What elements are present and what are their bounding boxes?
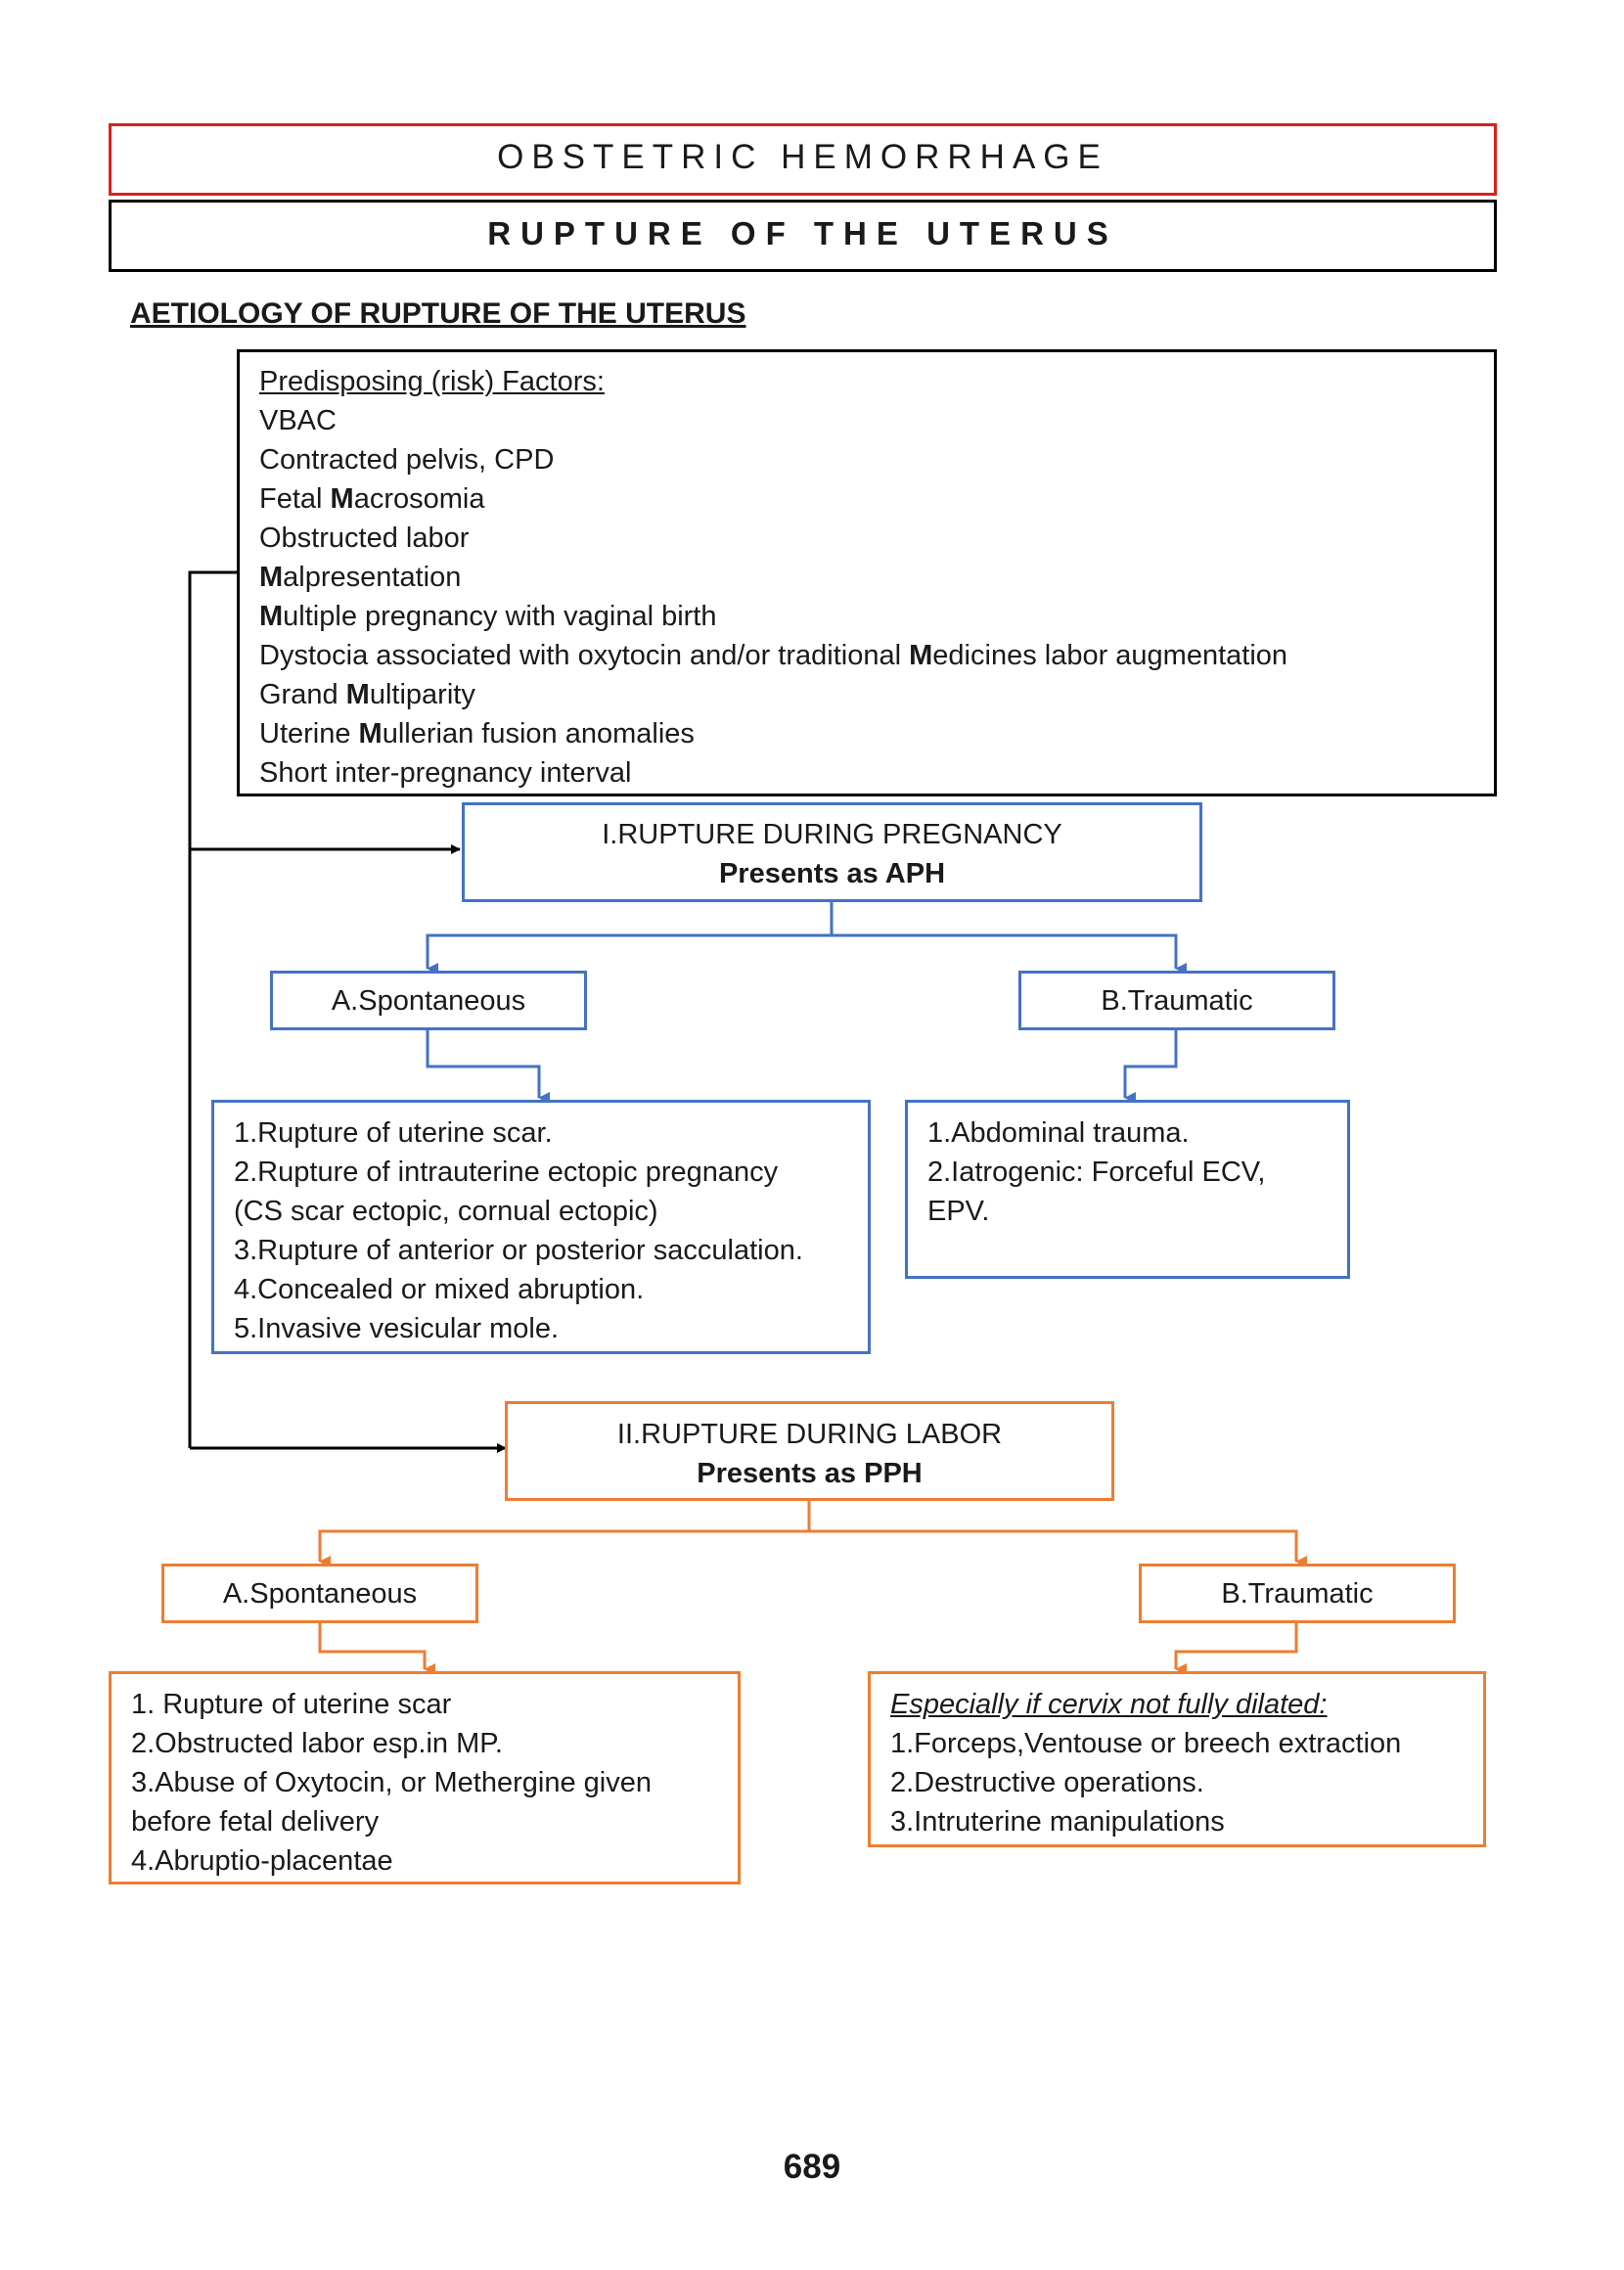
risk-connector	[188, 570, 507, 1453]
labor-traumatic-note: Especially if cervix not fully dilated:	[890, 1689, 1328, 1720]
labor-connector	[318, 1499, 1307, 1675]
pregnancy-spontaneous-list: 1.Rupture of uterine scar. 2.Rupture of i…	[234, 1113, 868, 1348]
risk-factor-post: ultiple pregnancy with vaginal birth	[283, 601, 717, 632]
risk-factors-box: Predisposing (risk) Factors: VBAC Contrac…	[237, 349, 1497, 796]
risk-factor-pre: Obstructed labor	[259, 522, 470, 554]
risk-factor-item: Short inter-pregnancy interval	[259, 753, 1494, 793]
risk-factor-bold: M	[358, 718, 383, 749]
pregnancy-traumatic-label: B.Traumatic	[1101, 985, 1253, 1017]
section-heading: AETIOLOGY OF RUPTURE OF THE UTERUS	[130, 297, 746, 330]
cause-item: 1.Forceps,Ventouse or breech extraction	[890, 1728, 1402, 1759]
pregnancy-title: I.RUPTURE DURING PREGNANCY	[602, 819, 1062, 850]
cause-item: before fetal delivery	[131, 1806, 380, 1838]
pregnancy-traumatic-box: B.Traumatic	[1018, 971, 1335, 1030]
labor-traumatic-box: B.Traumatic	[1139, 1564, 1456, 1623]
labor-spontaneous-list: 1. Rupture of uterine scar 2.Obstructed l…	[131, 1685, 738, 1881]
risk-factor-post: alpresentation	[283, 562, 462, 593]
rupture-during-labor-box: II.RUPTURE DURING LABOR Presents as PPH	[505, 1401, 1114, 1501]
risk-factor-item: Contracted pelvis, CPD	[259, 440, 1494, 479]
cause-item: 2.Iatrogenic: Forceful ECV,	[927, 1157, 1266, 1188]
cause-item: EPV.	[927, 1196, 990, 1227]
page-title: OBSTETRIC HEMORRHAGE	[497, 138, 1108, 176]
pregnancy-connector	[426, 900, 1187, 1104]
cause-item: 4.Abruptio-placentae	[131, 1845, 393, 1877]
risk-factor-item: Dystocia associated with oxytocin and/or…	[259, 636, 1494, 675]
risk-factors-heading: Predisposing (risk) Factors:	[259, 366, 605, 397]
pregnancy-subtitle: Presents as APH	[718, 858, 946, 889]
risk-factor-post: acrosomia	[353, 483, 485, 515]
risk-factor-item: Fetal Macrosomia	[259, 479, 1494, 519]
rupture-during-pregnancy-box: I.RUPTURE DURING PREGNANCY Presents as A…	[462, 802, 1202, 902]
cause-item: 1.Rupture of uterine scar.	[234, 1117, 553, 1149]
cause-item: 3.Intruterine manipulations	[890, 1806, 1225, 1838]
risk-factor-bold: M	[345, 679, 370, 710]
cause-item: 2.Destructive operations.	[890, 1767, 1204, 1798]
labor-title: II.RUPTURE DURING LABOR	[616, 1419, 1003, 1450]
risk-factor-item: Malpresentation	[259, 558, 1494, 597]
risk-factor-item: Obstructed labor	[259, 519, 1494, 558]
risk-factor-bold: M	[909, 640, 933, 671]
risk-factor-pre: Uterine	[259, 718, 359, 749]
cause-item: 1.Abdominal trauma.	[927, 1117, 1190, 1149]
cause-item: 1. Rupture of uterine scar	[131, 1689, 452, 1720]
page-number: 689	[783, 2148, 841, 2186]
labor-spontaneous-label: A.Spontaneous	[222, 1578, 418, 1610]
risk-factor-post: ultiparity	[369, 679, 475, 710]
labor-traumatic-causes: Especially if cervix not fully dilated: …	[868, 1671, 1486, 1847]
labor-spontaneous-box: A.Spontaneous	[161, 1564, 478, 1623]
risk-factor-pre: Short inter-pregnancy interval	[259, 757, 632, 789]
pregnancy-spontaneous-box: A.Spontaneous	[270, 971, 587, 1030]
risk-factor-bold: M	[330, 483, 354, 515]
page-subtitle: RUPTURE OF THE UTERUS	[487, 215, 1118, 251]
risk-factor-pre: Contracted pelvis, CPD	[259, 444, 555, 476]
cause-item: 4.Concealed or mixed abruption.	[234, 1274, 645, 1305]
risk-factor-item: VBAC	[259, 401, 1494, 440]
risk-factor-bold: M	[259, 562, 284, 593]
cause-item: 2.Obstructed labor esp.in MP.	[131, 1728, 503, 1759]
risk-factor-pre: VBAC	[259, 405, 337, 436]
risk-factor-bold: M	[259, 601, 284, 632]
risk-factor-item: Uterine Mullerian fusion anomalies	[259, 714, 1494, 753]
page-title-box: OBSTETRIC HEMORRHAGE	[109, 123, 1497, 196]
cause-item: 3.Rupture of anterior or posterior saccu…	[234, 1235, 803, 1266]
pregnancy-spontaneous-causes: 1.Rupture of uterine scar. 2.Rupture of i…	[211, 1100, 871, 1354]
risk-factor-item: Multiple pregnancy with vaginal birth	[259, 597, 1494, 636]
risk-factor-pre: Fetal	[259, 483, 331, 515]
labor-spontaneous-causes: 1. Rupture of uterine scar 2.Obstructed l…	[109, 1671, 741, 1884]
pregnancy-spontaneous-label: A.Spontaneous	[331, 985, 526, 1017]
labor-traumatic-label: B.Traumatic	[1221, 1578, 1374, 1610]
cause-item: 5.Invasive vesicular mole.	[234, 1313, 560, 1344]
pregnancy-traumatic-causes: 1.Abdominal trauma. 2.Iatrogenic: Forcefu…	[905, 1100, 1350, 1279]
risk-factor-item: Grand Multiparity	[259, 675, 1494, 714]
labor-traumatic-list: 1.Forceps,Ventouse or breech extraction 2…	[890, 1724, 1483, 1841]
risk-factor-post: ullerian fusion anomalies	[382, 718, 695, 749]
cause-item: 2.Rupture of intrauterine ectopic pregna…	[234, 1157, 779, 1188]
pregnancy-traumatic-list: 1.Abdominal trauma. 2.Iatrogenic: Forcefu…	[927, 1113, 1347, 1231]
cause-item: (CS scar ectopic, cornual ectopic)	[234, 1196, 658, 1227]
risk-factor-post: edicines labor augmentation	[932, 640, 1288, 671]
risk-factor-pre: Dystocia associated with oxytocin and/or…	[259, 640, 910, 671]
labor-subtitle: Presents as PPH	[697, 1458, 923, 1489]
page-subtitle-box: RUPTURE OF THE UTERUS	[109, 200, 1497, 272]
cause-item: 3.Abuse of Oxytocin, or Methergine given	[131, 1767, 652, 1798]
risk-factor-pre: Grand	[259, 679, 346, 710]
